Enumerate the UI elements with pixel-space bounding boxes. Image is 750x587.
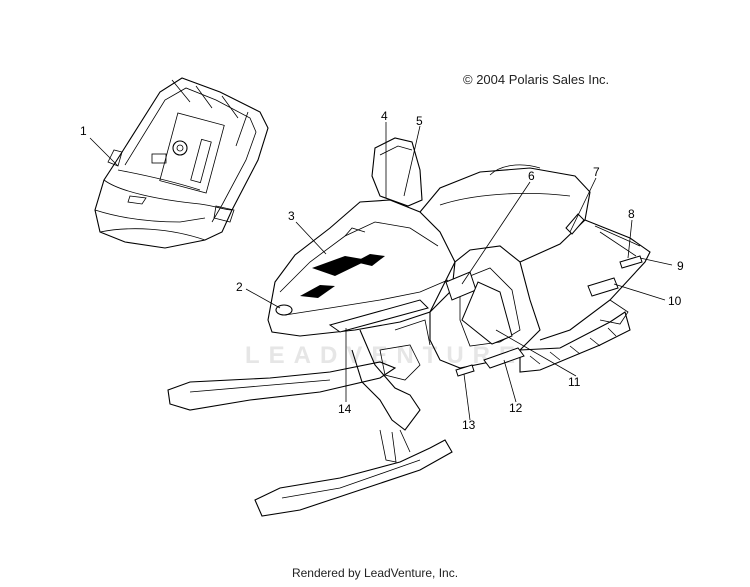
callout-labels: 1 2 3 4 5 6 7 8 9 10 11 12 13 14 bbox=[80, 109, 684, 432]
callout-11: 11 bbox=[568, 375, 581, 389]
callout-1: 1 bbox=[80, 124, 87, 138]
leader-lines bbox=[89, 122, 673, 421]
callout-6: 6 bbox=[528, 169, 535, 183]
callout-9: 9 bbox=[677, 259, 684, 273]
snowmobile-drawing bbox=[167, 137, 651, 517]
callout-14: 14 bbox=[338, 402, 352, 416]
leadventure-watermark: LEADVENTURE bbox=[245, 342, 525, 369]
callout-5: 5 bbox=[416, 114, 423, 128]
callout-7: 7 bbox=[593, 165, 600, 179]
callout-4: 4 bbox=[381, 109, 388, 123]
dash-inset-drawing bbox=[94, 77, 269, 249]
footer-rendered-by: Rendered by LeadVenture, Inc. bbox=[291, 566, 459, 580]
decal-shapes bbox=[300, 213, 643, 377]
copyright-text: © 2004 Polaris Sales Inc. bbox=[463, 72, 610, 87]
callout-3: 3 bbox=[288, 209, 295, 223]
callout-2: 2 bbox=[236, 280, 243, 294]
callout-13: 13 bbox=[462, 418, 476, 432]
callout-8: 8 bbox=[628, 207, 635, 221]
callout-10: 10 bbox=[668, 294, 682, 308]
callout-12: 12 bbox=[509, 401, 523, 415]
